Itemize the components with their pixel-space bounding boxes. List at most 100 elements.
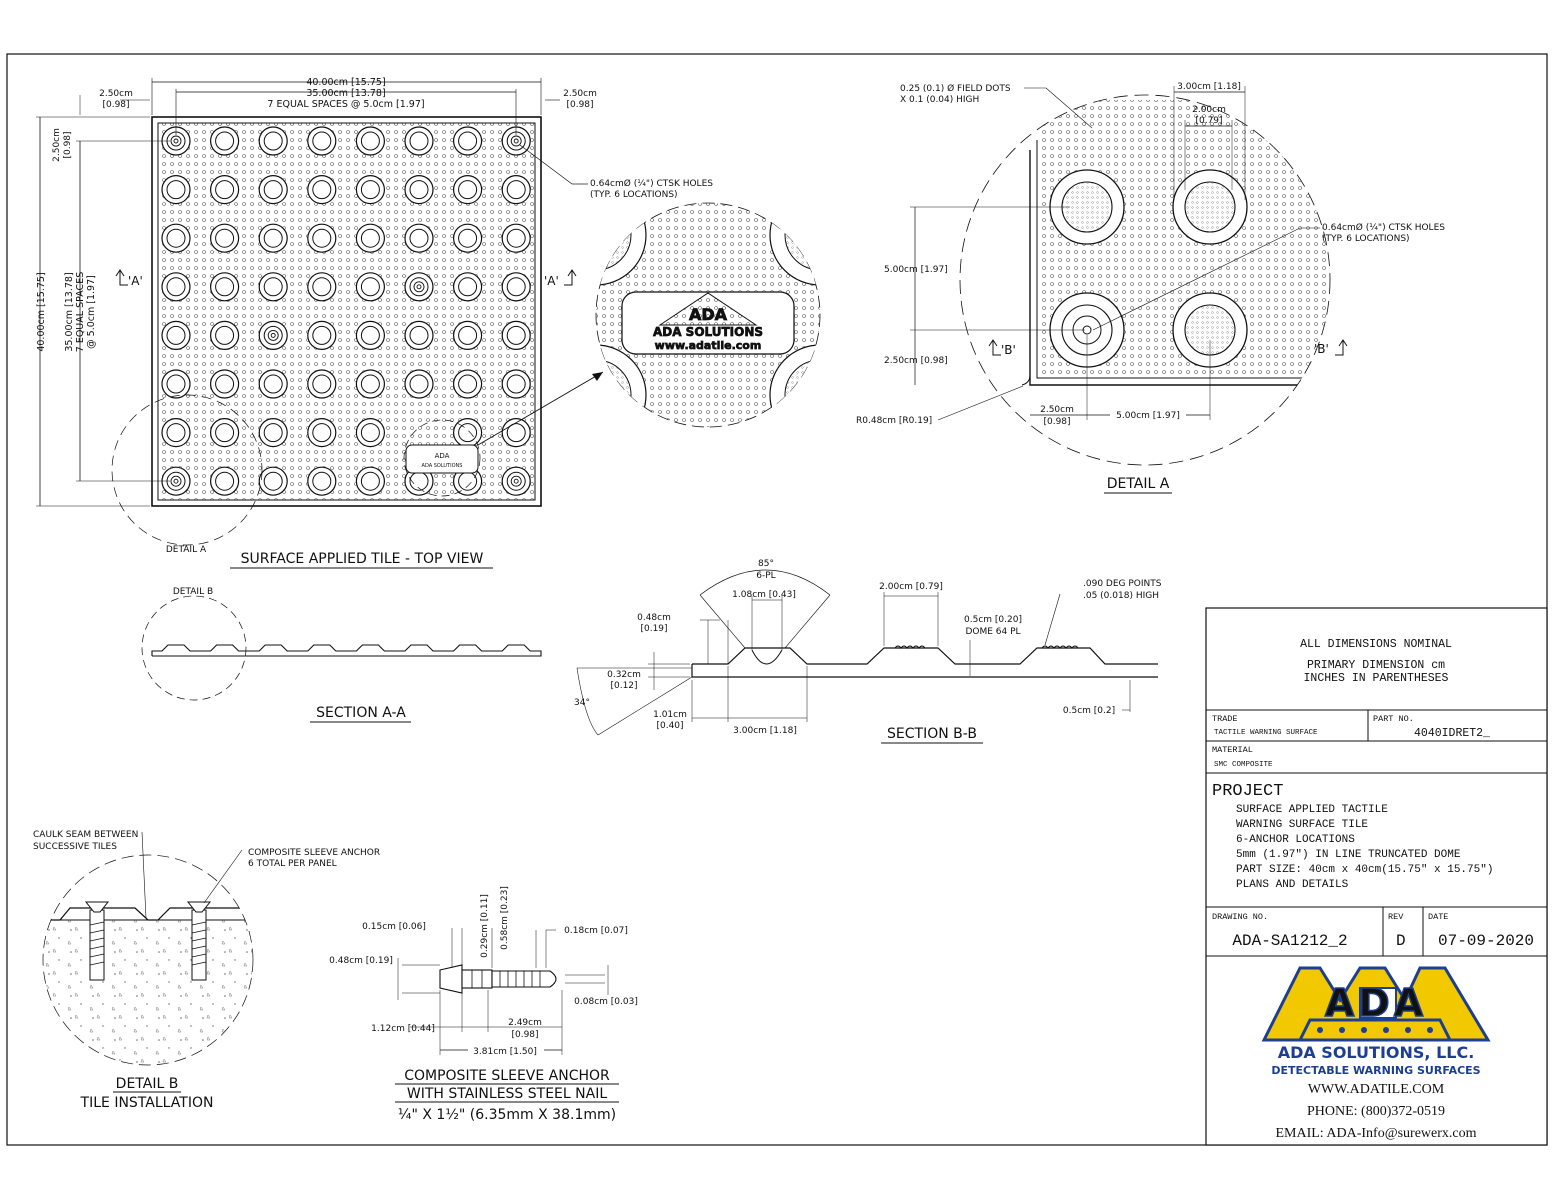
anchor-d112: 1.12cm [0.44]: [371, 1024, 435, 1034]
dome: [307, 126, 337, 156]
tile-logo-mark: ADA: [435, 452, 450, 460]
dim-left-height: 40.00cm [15.75]: [36, 272, 47, 351]
dim-05a: 0.5cm [0.20]: [964, 615, 1022, 625]
dome: [307, 466, 337, 496]
dim-05b: 0.5cm [0.2]: [1063, 706, 1115, 716]
tb-rev-label: REV: [1388, 912, 1404, 922]
dome: [258, 320, 288, 350]
dome-top: [312, 228, 332, 248]
dome-top: [312, 131, 332, 151]
dome: [210, 175, 240, 205]
dome-top: [458, 180, 478, 200]
field-dots-b: X 0.1 (0.04) HIGH: [900, 95, 979, 105]
dome: [258, 418, 288, 448]
tb-phone: PHONE: (800)372-0519: [1307, 1104, 1445, 1119]
dome: [355, 418, 385, 448]
dome: [404, 223, 434, 253]
anchor-hole: [173, 478, 179, 484]
dome: [161, 369, 191, 399]
dome: [355, 369, 385, 399]
holes-note-a: 0.64cmØ (¼") CTSK HOLES: [590, 178, 713, 189]
dome: [210, 466, 240, 496]
title-block: ALL DIMENSIONS NOMINAL PRIMARY DIMENSION…: [1205, 607, 1548, 1146]
dome: [453, 175, 483, 205]
anchor-d048: 0.48cm [0.19]: [329, 956, 393, 966]
dome: [355, 223, 385, 253]
tb-nominal: ALL DIMENSIONS NOMINAL: [1300, 638, 1452, 651]
detail-a-dim-300: 3.00cm [1.18]: [1177, 82, 1241, 92]
tile-outline: [151, 116, 542, 507]
dim-margin-right: 2.50cm: [563, 89, 597, 99]
dome: [307, 272, 337, 302]
dome-top: [409, 374, 429, 394]
dome-top: [312, 180, 332, 200]
tb-project-line-5: PLANS AND DETAILS: [1236, 879, 1349, 891]
anchor-d249: 2.49cm: [508, 1018, 542, 1028]
dome-top: [263, 325, 283, 345]
tb-drawing-value: ADA-SA1212_2: [1232, 932, 1347, 950]
dim-margin-left-in: [0.98]: [102, 100, 129, 110]
caulk-note-b: SUCCESSIVE TILES: [33, 842, 117, 852]
tb-project-label: PROJECT: [1212, 782, 1283, 801]
angle-34: 34°: [574, 698, 590, 708]
sheet-border: [6, 53, 1548, 1146]
dome-top: [312, 277, 332, 297]
mag-logo-mark: ADA: [689, 305, 728, 324]
company-logo: ADA: [1261, 966, 1491, 1042]
dome-top: [409, 325, 429, 345]
section-mark-a-right: 'A': [544, 274, 559, 288]
anchor-title-a: COMPOSITE SLEEVE ANCHOR: [404, 1068, 610, 1084]
dome-top: [166, 180, 186, 200]
dome-grid: [161, 126, 531, 496]
section-a-a: DETAIL B SECTION A-A: [141, 587, 542, 723]
dim-left-spaces-a: 7 EQUAL SPACES: [75, 272, 86, 352]
anchor-title-c: ¼" X 1½" (6.35mm X 38.1mm): [398, 1107, 616, 1123]
dome-top: [458, 228, 478, 248]
dome-top: [409, 277, 429, 297]
dome: [501, 369, 531, 399]
dome-top: [506, 180, 526, 200]
detail-b: CAULK SEAM BETWEEN SUCCESSIVE TILES COMP…: [33, 830, 380, 1111]
dome-top: [215, 228, 235, 248]
dome: [404, 175, 434, 205]
detail-a-holes-b: (TYP. 6 LOCATIONS): [1322, 234, 1410, 244]
dome-top: [263, 180, 283, 200]
tb-project-line-4: PART SIZE: 40cm x 40cm(15.75" x 15.75"): [1236, 864, 1493, 876]
mag-logo-text: ADA SOLUTIONS: [653, 325, 763, 339]
detail-a-dim-200-in: [0.79]: [1195, 116, 1222, 126]
dim-margin-right-in: [0.98]: [566, 100, 593, 110]
dome-top: [506, 228, 526, 248]
section-mark-b-right: 'B': [1314, 342, 1329, 356]
dim-048: 0.48cm: [637, 613, 671, 623]
anchor-hole: [510, 135, 522, 147]
dome: [355, 175, 385, 205]
dome-top: [166, 374, 186, 394]
dome: [453, 223, 483, 253]
dome: [210, 320, 240, 350]
dim-101-in: [0.40]: [656, 721, 683, 731]
dome-top: [166, 325, 186, 345]
dome-top: [312, 471, 332, 491]
dome: [453, 126, 483, 156]
dome: [501, 272, 531, 302]
dome-top: [506, 325, 526, 345]
dome: [210, 223, 240, 253]
dome: [307, 369, 337, 399]
anchor-hole: [513, 478, 519, 484]
tb-inches: INCHES IN PARENTHESES: [1304, 672, 1449, 685]
mag-logo-triangle: [658, 292, 758, 326]
top-view: ADA ADA SOLUTIONS 40.00cm [15.75] 35.00c…: [36, 77, 713, 569]
dome-top: [409, 131, 429, 151]
dome: [161, 418, 191, 448]
dome: [258, 175, 288, 205]
dome: [355, 320, 385, 350]
dome: [307, 320, 337, 350]
tile-logo-plate: [405, 444, 479, 474]
dim-108: 1.08cm [0.43]: [732, 590, 796, 600]
tb-tagline: DETECTABLE WARNING SURFACES: [1271, 1064, 1480, 1077]
dome: [453, 320, 483, 350]
dome: [210, 369, 240, 399]
dome-top: [506, 277, 526, 297]
dome-top: [215, 325, 235, 345]
dome: [501, 223, 531, 253]
